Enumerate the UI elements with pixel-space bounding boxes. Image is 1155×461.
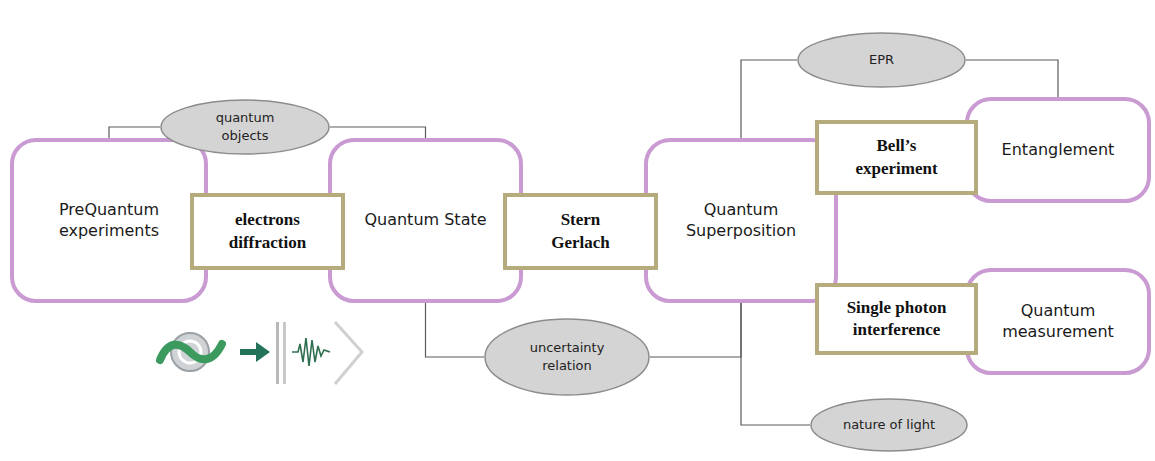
ellipse-outline xyxy=(484,318,650,396)
topic-box: Quantum Superposition xyxy=(644,138,838,303)
topic-label: Quantum Superposition xyxy=(679,200,804,242)
concept-label: nature of light xyxy=(843,416,935,434)
topic-box: Quantum State xyxy=(328,138,523,303)
experiment-label: Stern Gerlach xyxy=(536,209,626,253)
experiment-label: Single photon interference xyxy=(829,297,964,341)
ellipse-shape xyxy=(161,100,329,154)
connector-line xyxy=(109,127,160,138)
concept-ellipse: uncertainty relation xyxy=(484,318,650,396)
experiment-label: electrons diffraction xyxy=(212,209,324,253)
topic-box: Entanglement xyxy=(965,97,1151,203)
topic-box: Quantum measurement xyxy=(965,268,1151,375)
screen-chevron xyxy=(335,322,362,384)
arrow-head xyxy=(256,342,270,362)
ellipse-outline xyxy=(160,99,330,155)
experiment-box: Single photon interference xyxy=(815,283,978,355)
topic-label: PreQuantum experiments xyxy=(47,200,172,242)
detector-bar xyxy=(283,322,286,384)
experiment-box: Stern Gerlach xyxy=(503,193,658,270)
ellipse-shape xyxy=(798,33,965,87)
topic-box: PreQuantum experiments xyxy=(10,138,208,303)
experiment-box: Bell’s experiment xyxy=(815,120,978,195)
connector-line xyxy=(426,303,485,357)
concept-ellipse: nature of light xyxy=(810,398,968,452)
detector-bar xyxy=(276,322,279,384)
arrow-shaft xyxy=(240,349,258,355)
connector-line xyxy=(330,127,426,138)
experiment-box: electrons diffraction xyxy=(190,193,345,270)
concept-label: EPR xyxy=(869,51,894,69)
connector-line xyxy=(966,60,1058,97)
experiment-label: Bell’s experiment xyxy=(837,135,957,179)
wave-curve xyxy=(160,344,222,360)
concept-label: quantum objects xyxy=(205,109,285,144)
topic-label: Quantum State xyxy=(364,210,486,231)
wave-packet xyxy=(292,338,330,366)
ellipse-shape xyxy=(811,399,967,451)
concept-ellipse: EPR xyxy=(797,32,966,88)
ellipse-shape xyxy=(485,319,649,395)
topic-label: Quantum measurement xyxy=(996,301,1121,343)
connector-line xyxy=(741,60,797,138)
concept-ellipse: quantum objects xyxy=(160,99,330,155)
topic-label: Entanglement xyxy=(1002,140,1115,161)
connector-line xyxy=(741,303,810,425)
concept-label: uncertainty relation xyxy=(520,339,615,374)
connector-line xyxy=(650,303,741,357)
